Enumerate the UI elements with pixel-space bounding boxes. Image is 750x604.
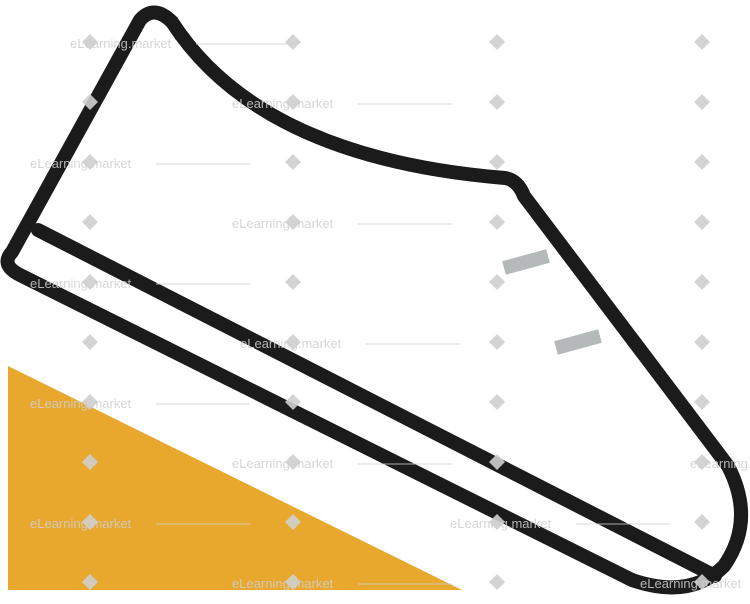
watermark-text: eLearning.market <box>30 516 132 531</box>
watermark-diamond-icon <box>285 334 301 350</box>
watermark-text: eLearning.market <box>30 276 132 291</box>
lace-mark-1 <box>502 249 550 275</box>
watermark-diamond-icon <box>285 154 301 170</box>
watermark-diamond-icon <box>694 94 710 110</box>
watermark-text: eLearning.market <box>240 336 342 351</box>
watermark-diamond-icon <box>489 334 505 350</box>
watermark-diamond-icon <box>489 34 505 50</box>
watermark-diamond-icon <box>285 394 301 410</box>
watermark-text: eLearning.market <box>30 156 132 171</box>
watermark-diamond-icon <box>489 454 505 470</box>
watermark-diamond-icon <box>82 334 98 350</box>
watermark-text: eLearning.market <box>232 576 334 591</box>
watermark-diamond-icon <box>489 94 505 110</box>
watermark-diamond-icon <box>694 274 710 290</box>
watermark-diamond-icon <box>82 94 98 110</box>
shoe-body <box>0 5 749 595</box>
watermark-text: eLearning.market <box>232 456 334 471</box>
watermark-diamond-icon <box>82 454 98 470</box>
watermark-text: eLearning.market <box>690 456 750 471</box>
watermark-diamond-icon <box>82 274 98 290</box>
watermark-diamond-icon <box>489 574 505 590</box>
watermark-text: eLearning.market <box>450 516 552 531</box>
watermark-text: eLearning.market <box>232 216 334 231</box>
watermark-diamond-icon <box>82 394 98 410</box>
watermark-diamond-icon <box>82 34 98 50</box>
watermark-diamond-icon <box>489 214 505 230</box>
watermark-diamond-icon <box>82 574 98 590</box>
watermark-diamond-icon <box>285 274 301 290</box>
watermark-diamond-icon <box>82 154 98 170</box>
watermark-diamond-icon <box>285 34 301 50</box>
watermark-diamond-icon <box>82 514 98 530</box>
ramp-wedge <box>8 366 462 590</box>
watermark-text: eLearning.market <box>70 36 172 51</box>
watermark-diamond-icon <box>285 454 301 470</box>
watermark-diamond-icon <box>489 274 505 290</box>
watermark-diamond-icon <box>694 154 710 170</box>
watermark-diamond-icon <box>285 574 301 590</box>
watermark-layer: eLearning.market eLearning.market eLearnin… <box>30 34 750 591</box>
watermark-diamond-icon <box>694 214 710 230</box>
watermark-text: eLearning.market <box>30 396 132 411</box>
shoe-sole-line <box>31 223 722 583</box>
watermark-diamond-icon <box>694 34 710 50</box>
watermark-diamond-icon <box>694 454 710 470</box>
watermark-diamond-icon <box>489 154 505 170</box>
watermark-diamond-icon <box>489 514 505 530</box>
watermark-diamond-icon <box>285 214 301 230</box>
watermark-diamond-icon <box>285 94 301 110</box>
watermark-diamond-icon <box>694 514 710 530</box>
watermark-text: eLearning.market <box>640 576 742 591</box>
watermark-diamond-icon <box>285 514 301 530</box>
watermark-diamond-icon <box>694 334 710 350</box>
watermark-diamond-icon <box>694 574 710 590</box>
watermark-diamond-icon <box>489 394 505 410</box>
watermark-diamond-icon <box>694 394 710 410</box>
watermark-text: eLearning.market <box>232 96 334 111</box>
lace-mark-2 <box>554 329 602 355</box>
watermark-diamond-icon <box>82 214 98 230</box>
